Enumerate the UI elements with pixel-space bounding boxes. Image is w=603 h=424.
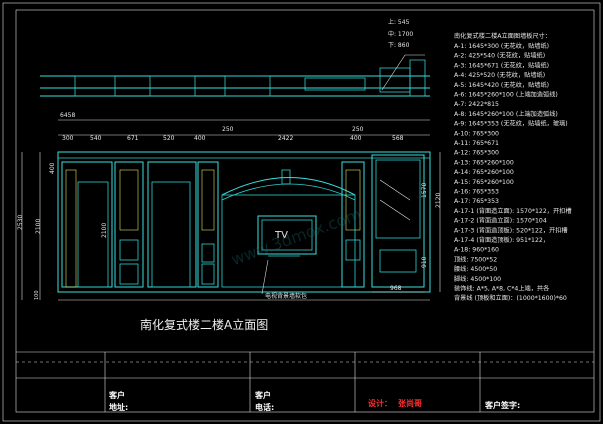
inner-frame (15, 9, 595, 413)
note-line: A-17-1 (背面造立面): 1570*122，开扣槽 (454, 207, 572, 215)
crown-moulding-section (40, 54, 430, 97)
note-line: A-13: 765*260*100 (454, 159, 514, 166)
note-line: A-1: 1645*300 (无花纹，贴墙纸) (454, 42, 549, 50)
note-line: A-7: 2422*815 (454, 101, 499, 108)
dim-250: 250 (222, 126, 234, 133)
note-line: A-17-2 (背面造立面): 1570*104 (454, 217, 547, 225)
notes-panel: 南化复式楼二楼A立面图墙板尺寸： A-1: 1645*300 (无花纹，贴墙纸)… (454, 32, 572, 302)
elevation: TV (57, 151, 431, 293)
title-block: 客户 地址: 客户 电话: 设计： 张尚哥 客户签字: (16, 351, 594, 412)
note-line: 腰线: 4500*50 (454, 265, 497, 273)
note-line: 装饰线: A*5, A*8, C*4上端，共各 (454, 285, 549, 293)
dim-520: 520 (163, 135, 175, 142)
dim-400: 400 (194, 135, 206, 142)
dim-2120: 2120 (435, 193, 442, 208)
signature-label: 客户签字: (484, 400, 520, 410)
note-line: A-14: 765*260*100 (454, 169, 514, 176)
top-dimensions: 6458 250 250 300 540 671 520 400 2422 40… (58, 112, 430, 142)
client2-label: 客户 (254, 390, 271, 400)
note-line: 顶线: 7500*52 (454, 255, 497, 263)
note-line: 背景线 (顶板和立面)：(1000*1600)*60 (454, 294, 567, 302)
note-line: 脚线: 4500*100 (454, 275, 501, 283)
notes-title: 南化复式楼二楼A立面图墙板尺寸： (454, 32, 551, 40)
dim-671: 671 (127, 135, 139, 142)
height-mid: 中: 1700 (388, 30, 413, 38)
phone-label: 电话: (255, 402, 274, 412)
note-line: A-4: 425*520 (无花纹，贴墙纸) (454, 71, 545, 79)
height-top: 上: 545 (388, 18, 410, 26)
dim-total: 2530 (17, 215, 24, 230)
dim-968: 968 (390, 285, 402, 292)
designer-name: 张尚哥 (398, 398, 422, 408)
height-callout: 上: 545 中: 1700 下: 860 (388, 18, 413, 49)
note-line: A-12: 765*300 (454, 150, 499, 157)
note-line: A-8: 1645*260*100 (上端加造弧线) (454, 110, 558, 118)
note-line: A-17: 765*353 (454, 198, 499, 205)
note-line: A-9: 1645*353 (无花纹，贴墙纸，玻璃) (454, 120, 568, 128)
side-dimensions: 2530 2100 400 100 2100 2120 1570 910 (17, 152, 442, 300)
note-line: A-18: 960*160 (454, 247, 499, 254)
designer-label: 设计： (368, 398, 392, 408)
dim-400b: 400 (350, 135, 362, 142)
note-line: A-16: 765*353 (454, 189, 499, 196)
dim-6458: 6458 (60, 112, 75, 119)
dim-250b: 250 (352, 126, 364, 133)
note-line: A-17-4 (背面造顶板): 951*122， (454, 236, 549, 244)
note-line: A-2: 425*540 (无花纹，贴墙纸) (454, 52, 545, 60)
note-line: A-15: 765*260*100 (454, 179, 514, 186)
dim-2100a: 2100 (35, 219, 42, 234)
dim-910: 910 (421, 256, 428, 268)
note-line: A-11: 765*671 (454, 140, 499, 147)
tv-label: TV (274, 230, 288, 241)
note-line: A-10: 765*300 (454, 130, 499, 137)
note-line: A-17-3 (背面造顶板): 520*122，开扣槽 (454, 226, 568, 234)
dim-2422: 2422 (278, 135, 293, 142)
watermark: www.3dmox.com (229, 204, 364, 269)
dim-1570: 1570 (421, 183, 428, 198)
dim-400: 400 (49, 162, 56, 174)
drawing-title: 南化复式楼二楼A立面图 (140, 317, 268, 332)
dim-100: 100 (34, 290, 40, 300)
height-bottom: 下: 860 (388, 42, 410, 49)
client-label: 客户 (108, 390, 125, 400)
bg-note: 电视背景墙软包 (265, 292, 307, 300)
address-label: 地址: (109, 402, 128, 412)
bg-leader (261, 259, 269, 295)
dim-2100b: 2100 (101, 223, 108, 238)
note-line: A-5: 1645*420 (无花纹，贴墙纸) (454, 81, 549, 89)
dim-568: 568 (392, 135, 404, 142)
dim-300: 300 (62, 135, 74, 142)
note-line: A-6: 1645*260*100 (上端加造弧线) (454, 91, 558, 99)
note-line: A-3: 1645*671 (无花纹，贴墙纸) (454, 61, 549, 69)
dim-540: 540 (90, 135, 102, 142)
